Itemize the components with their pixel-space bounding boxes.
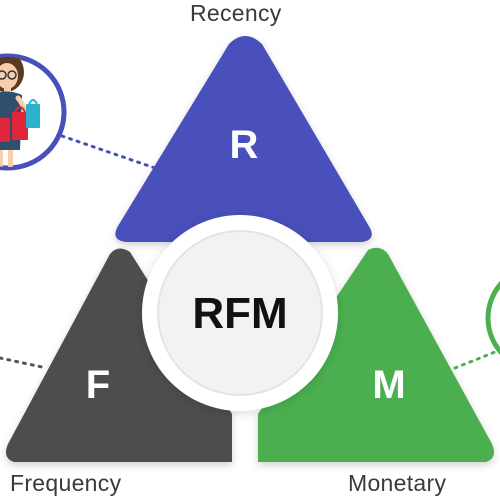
monetary-segment [258,247,494,462]
connector-right [453,348,500,370]
connector-left-bottom [0,356,44,369]
letter-f: F [86,363,110,407]
recency-segment [115,36,372,242]
connector-left-top [60,134,157,170]
frequency-label: Frequency [10,470,122,496]
letter-m: M [372,363,405,407]
center-disc [157,230,323,396]
recency-label: Recency [190,0,282,26]
letter-r: R [230,123,259,167]
woman-shopper-icon [0,53,67,171]
green-circle-icon [485,281,500,355]
frequency-segment [6,248,232,462]
center-title: RFM [192,289,287,338]
monetary-label: Monetary [348,470,447,496]
